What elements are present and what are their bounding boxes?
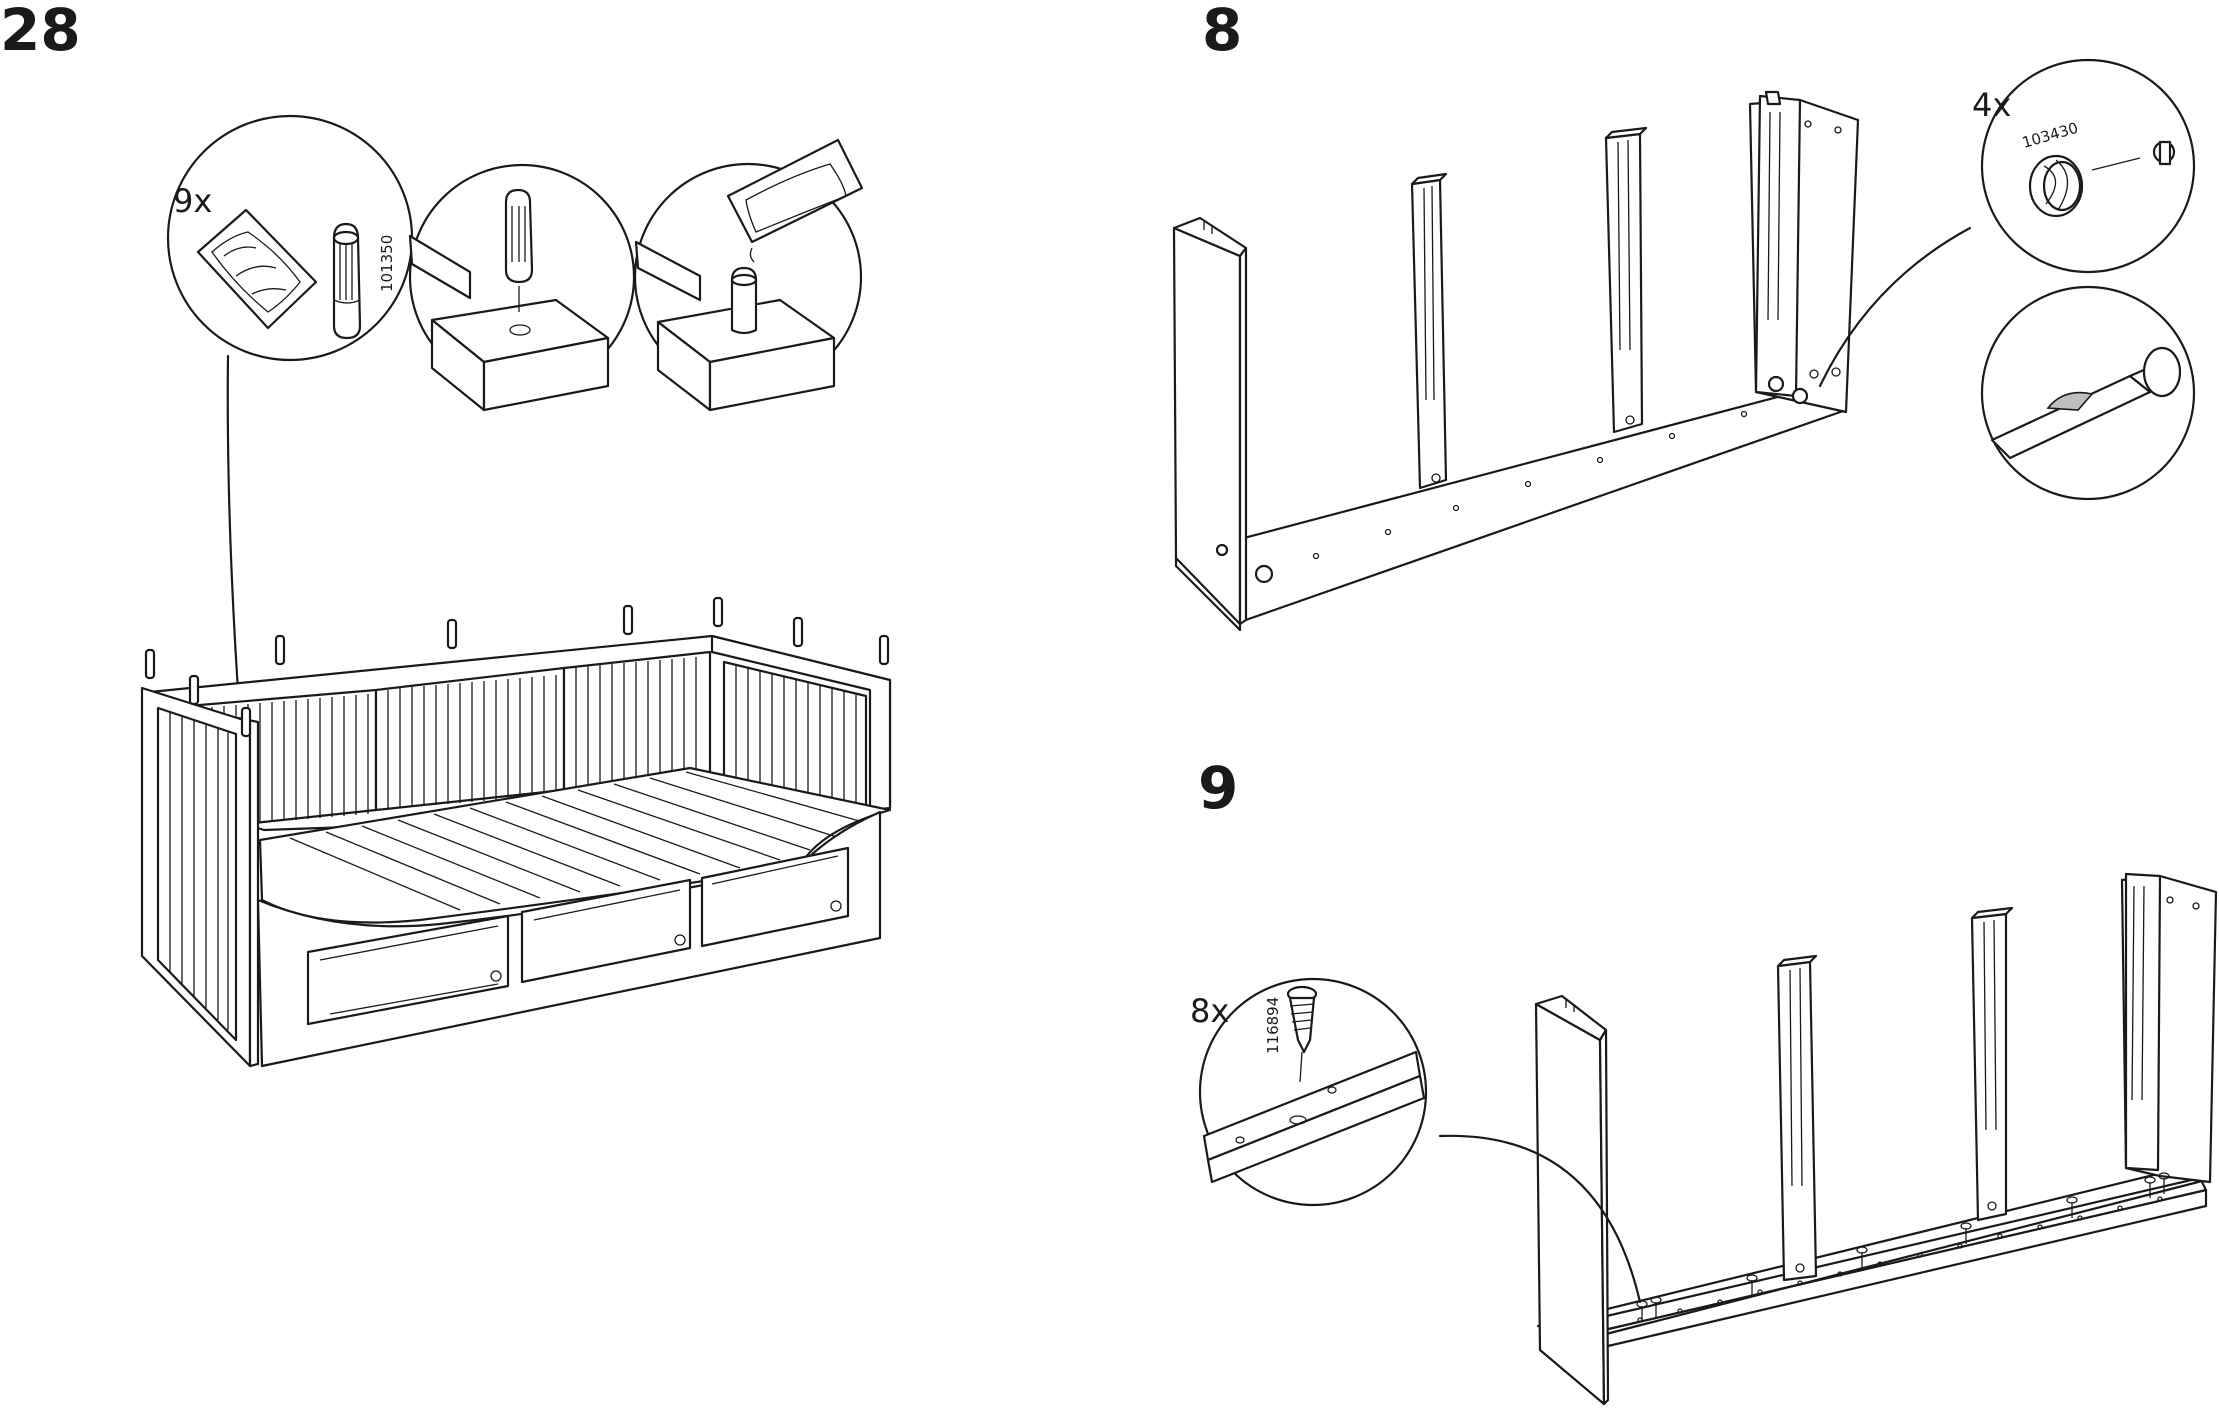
quantity-label-4x: 4x: [1972, 86, 2011, 124]
wooden-dowel-icon: [334, 224, 360, 338]
cam-lock-icon: [2030, 156, 2082, 216]
dowel-insert-detail-circle: [410, 165, 634, 410]
quantity-label-9x: 9x: [173, 182, 212, 220]
step-8: 8: [1174, 0, 2194, 630]
step-number-9: 9: [1198, 754, 1238, 822]
daybed-frame-drawing: [142, 598, 890, 1066]
glue-apply-detail-circle: [635, 140, 862, 410]
cam-lock-detail-circle: 4x 103430: [1972, 60, 2194, 272]
screwdriver-detail-circle: [1982, 287, 2194, 499]
step-9: 9: [1190, 754, 2216, 1404]
step-28: 28 9x 101350: [0, 0, 890, 1066]
dowel-glue-detail-circle: 9x 101350: [168, 116, 412, 360]
screw-detail-circle: 8x 116894: [1190, 979, 1426, 1205]
step-number-28: 28: [0, 0, 81, 64]
step-number-8: 8: [1202, 0, 1242, 64]
part-number-101350: 101350: [378, 235, 396, 292]
part-number-116894: 116894: [1264, 997, 1282, 1054]
quantity-label-8x: 8x: [1190, 992, 1229, 1030]
